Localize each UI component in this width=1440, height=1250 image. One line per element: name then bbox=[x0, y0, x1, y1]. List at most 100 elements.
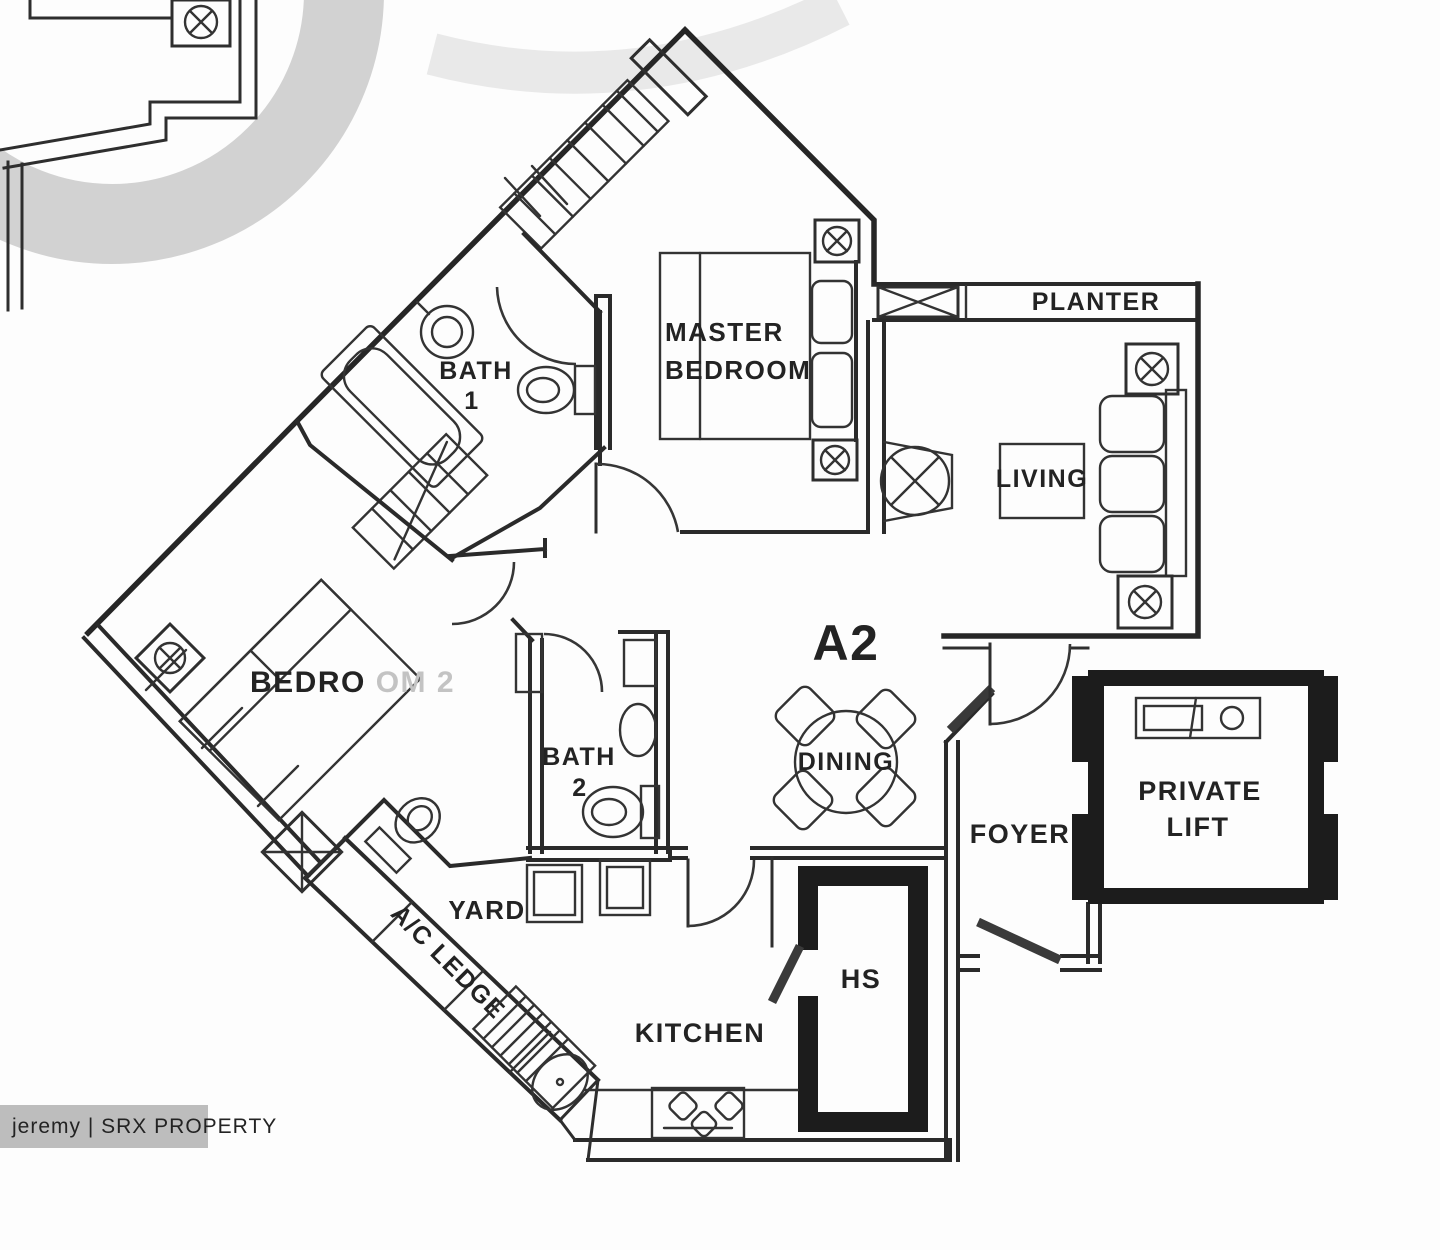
sink-icon bbox=[618, 638, 658, 758]
dining-area: A2 DINING bbox=[772, 615, 917, 831]
foyer: FOYER bbox=[943, 642, 1102, 1162]
dining-table-icon bbox=[772, 685, 917, 831]
door-leaf bbox=[976, 917, 1062, 965]
column-crosshair-icon bbox=[153, 641, 187, 675]
outer-wall-east bbox=[941, 281, 1201, 639]
watermark-logo bbox=[0, 0, 850, 264]
master-living-wall bbox=[866, 320, 886, 534]
living-label: LIVING bbox=[996, 465, 1088, 493]
lift-wall bbox=[1088, 888, 1324, 904]
column-box bbox=[1116, 574, 1174, 630]
door-leaf bbox=[946, 684, 996, 734]
yard-label: YARD bbox=[448, 895, 525, 925]
bath1-south-wall bbox=[449, 445, 607, 561]
kitchen-sink-icon bbox=[471, 984, 597, 1110]
washer-icon bbox=[525, 863, 584, 924]
bedroom2-label: BEDRO OM 2 bbox=[250, 666, 455, 699]
household-shelter: HS bbox=[767, 856, 928, 1132]
door-arc bbox=[495, 286, 577, 366]
door-leaf bbox=[767, 943, 805, 1005]
toilet-icon bbox=[581, 784, 661, 840]
column-box bbox=[133, 621, 207, 695]
bay-window-inner bbox=[95, 622, 323, 865]
bedroom-2: BEDRO OM 2 bbox=[178, 578, 533, 877]
column-crosshair-icon bbox=[1134, 351, 1170, 387]
yard: YARD bbox=[448, 858, 652, 925]
door-arc bbox=[451, 561, 516, 626]
outer-wall-ne bbox=[681, 26, 877, 287]
column-crosshair-icon bbox=[1127, 584, 1163, 620]
bath2-label: BATH bbox=[542, 743, 616, 771]
lift-wall-tab bbox=[1072, 814, 1088, 900]
pillow-icon bbox=[810, 351, 854, 429]
hs-wall bbox=[798, 996, 818, 1132]
master-bedroom: MASTER BEDROOM bbox=[498, 78, 886, 534]
wardrobe-hatch bbox=[503, 164, 569, 218]
corridor-wall bbox=[668, 846, 948, 928]
credit-text: jeremy | SRX PROPERTY bbox=[11, 1115, 277, 1138]
toilet-icon bbox=[516, 364, 597, 416]
chair-icon bbox=[772, 769, 834, 831]
window-x-marker bbox=[876, 285, 960, 319]
ledge-inner bbox=[342, 835, 601, 1083]
master-bedroom-label: BEDROOM bbox=[665, 355, 811, 385]
chair-icon bbox=[855, 688, 917, 750]
column-box bbox=[1124, 342, 1180, 396]
master-west-wall bbox=[521, 231, 603, 466]
unit-outline-walls bbox=[81, 26, 877, 894]
adjacent-unit-outline bbox=[0, 0, 258, 312]
kitchen-north-wall bbox=[668, 846, 948, 860]
column-crosshair-icon bbox=[183, 4, 219, 40]
watermark-swoosh bbox=[426, 0, 850, 94]
toilet-icon bbox=[363, 797, 441, 875]
private-lift-label: PRIVATE bbox=[1138, 776, 1262, 806]
column-crosshair-icon bbox=[821, 225, 853, 257]
washer-icon bbox=[598, 858, 652, 917]
window-x-marker bbox=[260, 810, 344, 894]
planter-band: PLANTER bbox=[872, 282, 1200, 322]
bath1-label: BATH bbox=[439, 357, 513, 385]
bedroom2-se-walls bbox=[307, 797, 533, 877]
column-box bbox=[813, 218, 861, 264]
shower-ledge-hatch bbox=[351, 432, 489, 571]
lift-car-icon bbox=[1134, 696, 1262, 740]
private-lift-label: LIFT bbox=[1167, 812, 1230, 842]
lift-wall-tab bbox=[1324, 814, 1338, 900]
unit-type-label: A2 bbox=[813, 615, 880, 671]
door-arc bbox=[989, 643, 1072, 726]
tv-console-icon bbox=[879, 440, 954, 523]
bath2-south-wall bbox=[526, 846, 672, 862]
bath-1: BATH 1 bbox=[320, 286, 612, 571]
bathtub-icon bbox=[320, 324, 484, 488]
hs-wall bbox=[798, 866, 818, 950]
ac-ledge: A/C LEDGE bbox=[302, 835, 601, 1123]
living-room: LIVING bbox=[996, 342, 1188, 630]
door-arc bbox=[595, 462, 680, 533]
bath1-label: 1 bbox=[464, 387, 479, 415]
chair-icon bbox=[774, 685, 836, 747]
column-box bbox=[170, 0, 232, 48]
chair-icon bbox=[855, 766, 917, 828]
lift-wall bbox=[1088, 670, 1104, 904]
ledge-caps bbox=[302, 835, 601, 1123]
foyer-label: FOYER bbox=[970, 819, 1071, 849]
ledge-outer bbox=[302, 875, 563, 1123]
stove-icon bbox=[650, 1086, 746, 1140]
credit-watermark-bar: jeremy | SRX PROPERTY bbox=[0, 1105, 277, 1148]
sink-icon bbox=[415, 300, 475, 360]
hs-wall bbox=[798, 866, 928, 886]
door-arc bbox=[543, 632, 604, 693]
hs-wall bbox=[798, 1112, 928, 1132]
bed-icon bbox=[658, 251, 854, 441]
lift-wall bbox=[1308, 670, 1324, 904]
foyer-south-wall bbox=[956, 954, 1102, 972]
dining-label: DINING bbox=[798, 748, 895, 776]
bath2-label: 2 bbox=[572, 774, 587, 802]
bath2-east-wall bbox=[618, 630, 670, 854]
kitchen: KITCHEN bbox=[471, 984, 952, 1162]
foyer-west-wall bbox=[944, 740, 960, 1162]
hallway-walls bbox=[294, 418, 548, 643]
bedroom2-ne-wall bbox=[294, 418, 455, 563]
planter-label: PLANTER bbox=[1032, 288, 1161, 316]
